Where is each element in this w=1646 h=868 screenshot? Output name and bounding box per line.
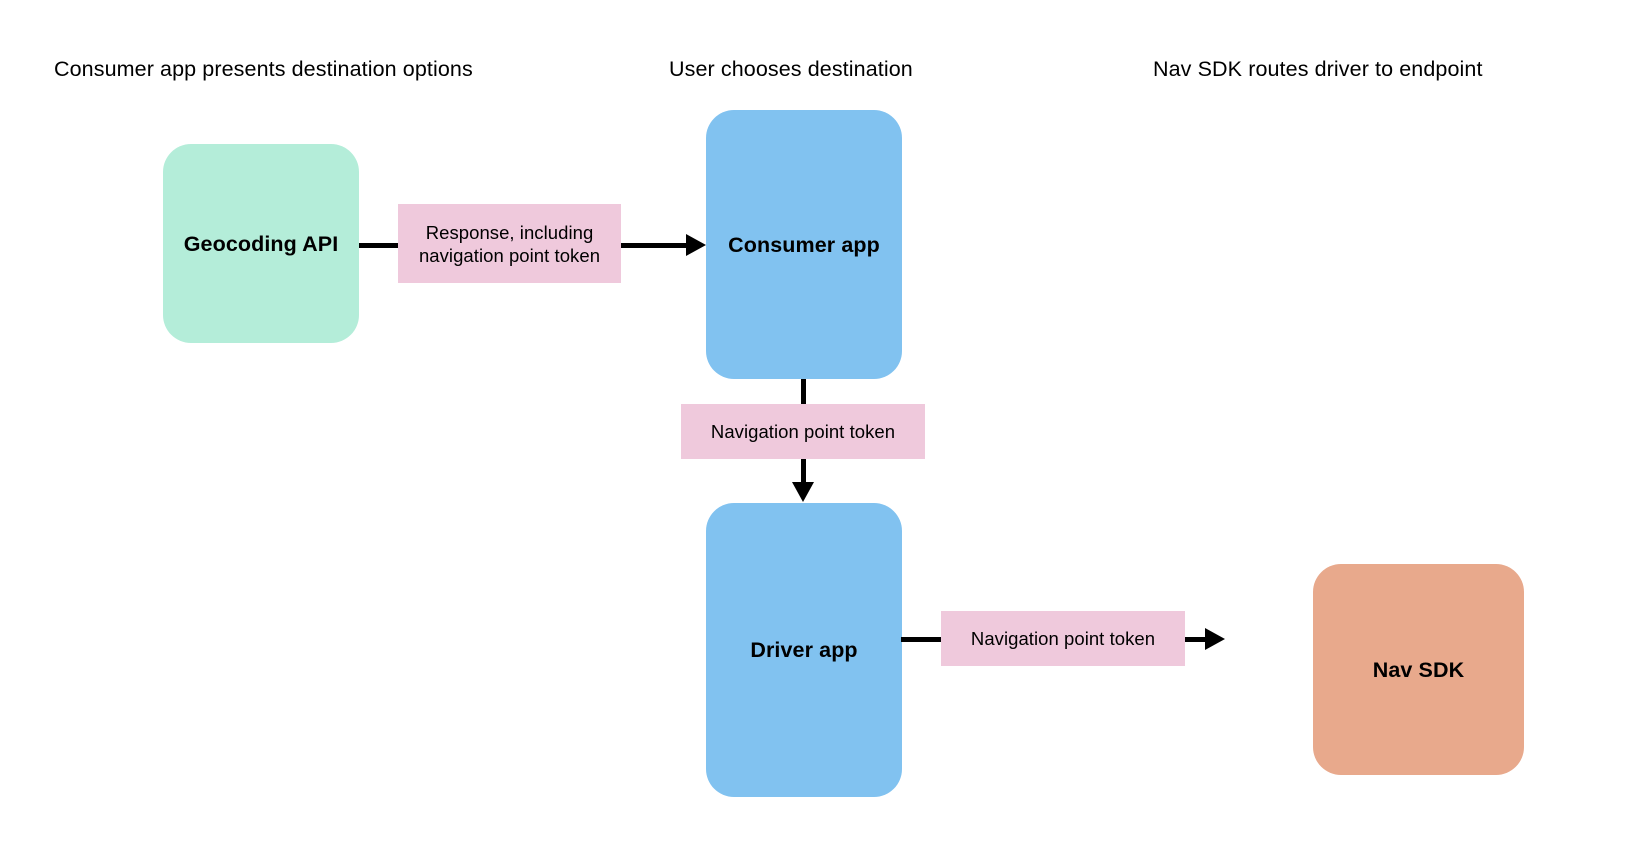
heading-consumer-options: Consumer app presents destination option… (54, 57, 473, 81)
edge-label-response-text: Response, including navigation point tok… (418, 221, 601, 266)
node-nav-sdk[interactable]: Nav SDK (1313, 564, 1524, 775)
node-consumer-app-label: Consumer app (728, 232, 880, 257)
heading-nav-sdk-routes: Nav SDK routes driver to endpoint (1153, 57, 1483, 81)
arrowhead-driver-to-navsdk-icon (1205, 628, 1225, 650)
edge-label-nav-token-horizontal-text: Navigation point token (970, 628, 1156, 649)
arrowhead-consumer-to-driver-icon (792, 482, 814, 502)
node-geocoding-api[interactable]: Geocoding API (163, 144, 359, 343)
node-driver-app-label: Driver app (750, 638, 858, 662)
edge-label-response-including-nav-token: Response, including navigation point tok… (398, 204, 621, 283)
heading-user-chooses: User chooses destination (669, 57, 913, 81)
arrowhead-geocoding-to-consumer-icon (686, 234, 706, 256)
node-geocoding-api-label: Geocoding API (183, 231, 339, 256)
node-nav-sdk-label: Nav SDK (1372, 657, 1465, 682)
edge-label-nav-token-horizontal: Navigation point token (941, 611, 1185, 666)
edge-label-nav-token-vertical: Navigation point token (681, 404, 925, 459)
edge-label-nav-token-vertical-text: Navigation point token (710, 421, 896, 442)
node-consumer-app[interactable]: Consumer app (706, 110, 902, 379)
node-driver-app[interactable]: Driver app (706, 503, 902, 797)
